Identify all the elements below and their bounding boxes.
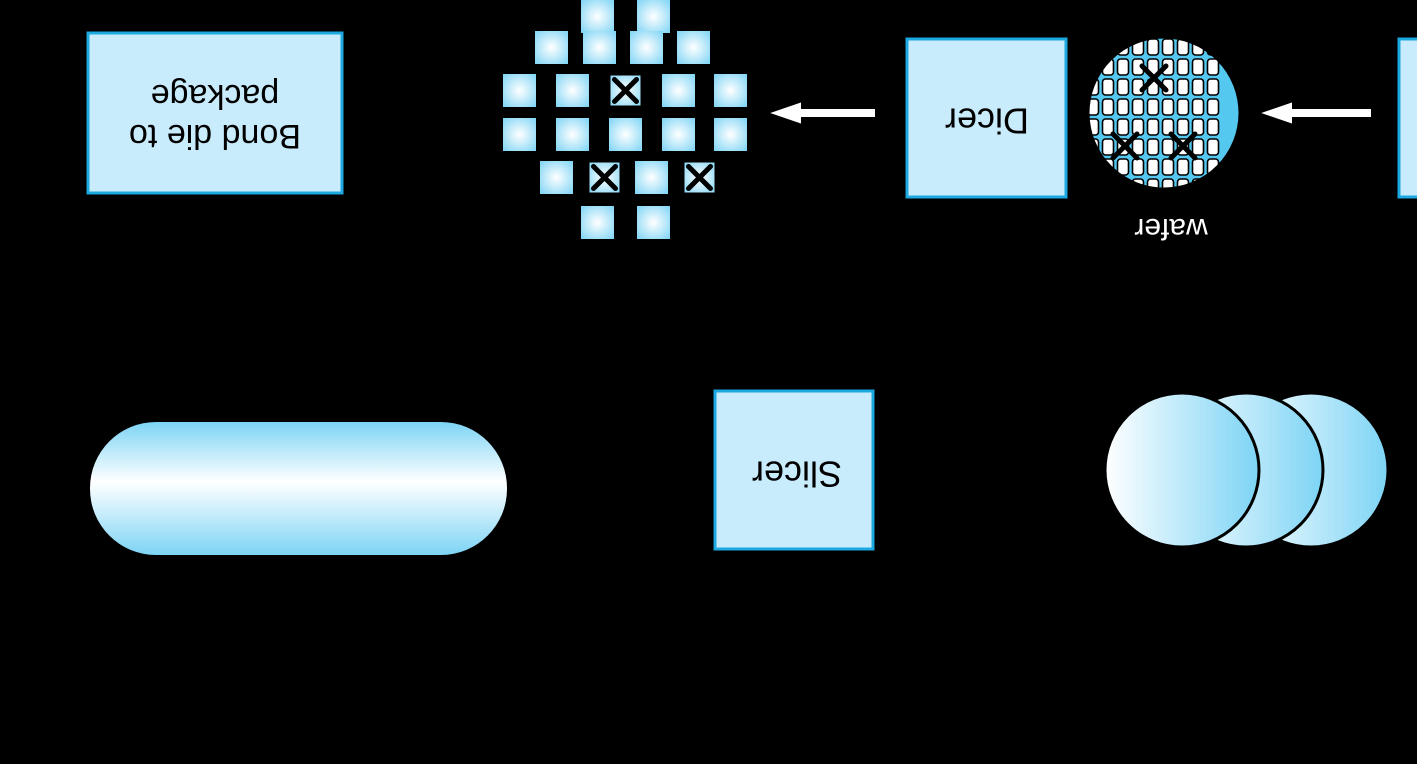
wafer-die	[1146, 38, 1160, 56]
wafer-die	[1101, 78, 1115, 96]
die	[662, 118, 695, 151]
die	[714, 74, 747, 107]
bond-box	[86, 31, 344, 195]
wafer-die	[1206, 138, 1220, 156]
die	[581, 206, 614, 239]
wafer-die	[1176, 98, 1190, 116]
wafer-die	[1116, 78, 1130, 96]
wafer-die	[1116, 158, 1130, 176]
wafer-die	[1176, 158, 1190, 176]
wafer-die	[1176, 118, 1190, 136]
wafer-die	[1101, 38, 1115, 56]
die	[503, 74, 536, 107]
wafer-die	[1161, 178, 1175, 189]
die	[635, 161, 668, 194]
die	[583, 31, 616, 64]
wafer-die	[1161, 158, 1175, 176]
slicer-label: Slicer	[752, 453, 842, 494]
wafer-die	[1088, 178, 1100, 189]
wafer-die	[1101, 98, 1115, 116]
wafer-die	[1116, 178, 1130, 189]
offscreen-box	[1397, 37, 1417, 199]
wafer-die	[1161, 98, 1175, 116]
wafer-die	[1176, 58, 1190, 76]
x-mark-icon	[591, 164, 618, 191]
bond-label-line2: package	[151, 77, 280, 115]
wafer-die	[1191, 78, 1205, 96]
wafer-die	[1101, 118, 1115, 136]
die	[630, 31, 663, 64]
wafer-die	[1116, 118, 1130, 136]
wafer-die	[1146, 158, 1160, 176]
wafer-die	[1116, 58, 1130, 76]
wafer-die	[1101, 178, 1115, 189]
blank-wafers	[1103, 391, 1390, 549]
wafer-die	[1088, 38, 1100, 56]
x-mark-icon	[1168, 131, 1198, 161]
wafer-die	[1191, 118, 1205, 136]
wafer-die	[1161, 118, 1175, 136]
die	[556, 74, 589, 107]
wafer-die	[1176, 78, 1190, 96]
wafer-die	[1101, 138, 1115, 156]
wafer-die	[1191, 158, 1205, 176]
dicer-label: Dicer	[945, 100, 1029, 141]
wafer-die	[1146, 118, 1160, 136]
wafer-die	[1191, 138, 1205, 156]
die-map	[503, 0, 747, 239]
bond-label-line1: Bond die to	[129, 117, 301, 155]
die	[535, 31, 568, 64]
die	[540, 161, 573, 194]
x-mark-icon	[686, 164, 713, 191]
wafer-die	[1146, 138, 1160, 156]
wafer-die	[1131, 138, 1145, 156]
die	[581, 0, 614, 33]
wafer-die	[1131, 98, 1145, 116]
wafer-die	[1206, 58, 1220, 76]
die	[662, 74, 695, 107]
wafer-die	[1146, 98, 1160, 116]
wafer-die	[1206, 178, 1220, 189]
patterned-wafer	[1086, 35, 1242, 191]
blank-wafer-front	[1103, 391, 1261, 549]
wafer-die	[1206, 118, 1220, 136]
slicer-box	[713, 389, 875, 551]
arrow-to-wafer	[1254, 99, 1373, 127]
wafer-die	[1116, 98, 1130, 116]
x-mark-icon	[1139, 63, 1169, 93]
wafer-die	[1206, 98, 1220, 116]
silicon-ingot	[90, 422, 507, 555]
wafer-die	[1131, 158, 1145, 176]
wafer-die	[1191, 98, 1205, 116]
x-mark-icon	[1110, 131, 1140, 161]
bond-label-group: Bond die to package	[129, 77, 301, 155]
wafer-die	[1088, 158, 1100, 176]
die	[503, 118, 536, 151]
wafer-die	[1161, 38, 1175, 56]
wafer-die	[1088, 98, 1100, 116]
wafer-caption: wafer	[1134, 212, 1208, 245]
wafer-die	[1161, 138, 1175, 156]
die	[637, 206, 670, 239]
arrow-to-die-map	[763, 99, 877, 127]
wafer-die	[1206, 78, 1220, 96]
die	[677, 31, 710, 64]
dicer-box	[905, 37, 1068, 199]
die	[714, 118, 747, 151]
die	[609, 118, 642, 151]
wafer-die	[1088, 58, 1100, 76]
arrow-to-bond	[362, 108, 465, 124]
die	[556, 118, 589, 151]
die	[637, 0, 670, 33]
x-mark-icon	[612, 77, 639, 104]
wafer-die	[1191, 58, 1205, 76]
